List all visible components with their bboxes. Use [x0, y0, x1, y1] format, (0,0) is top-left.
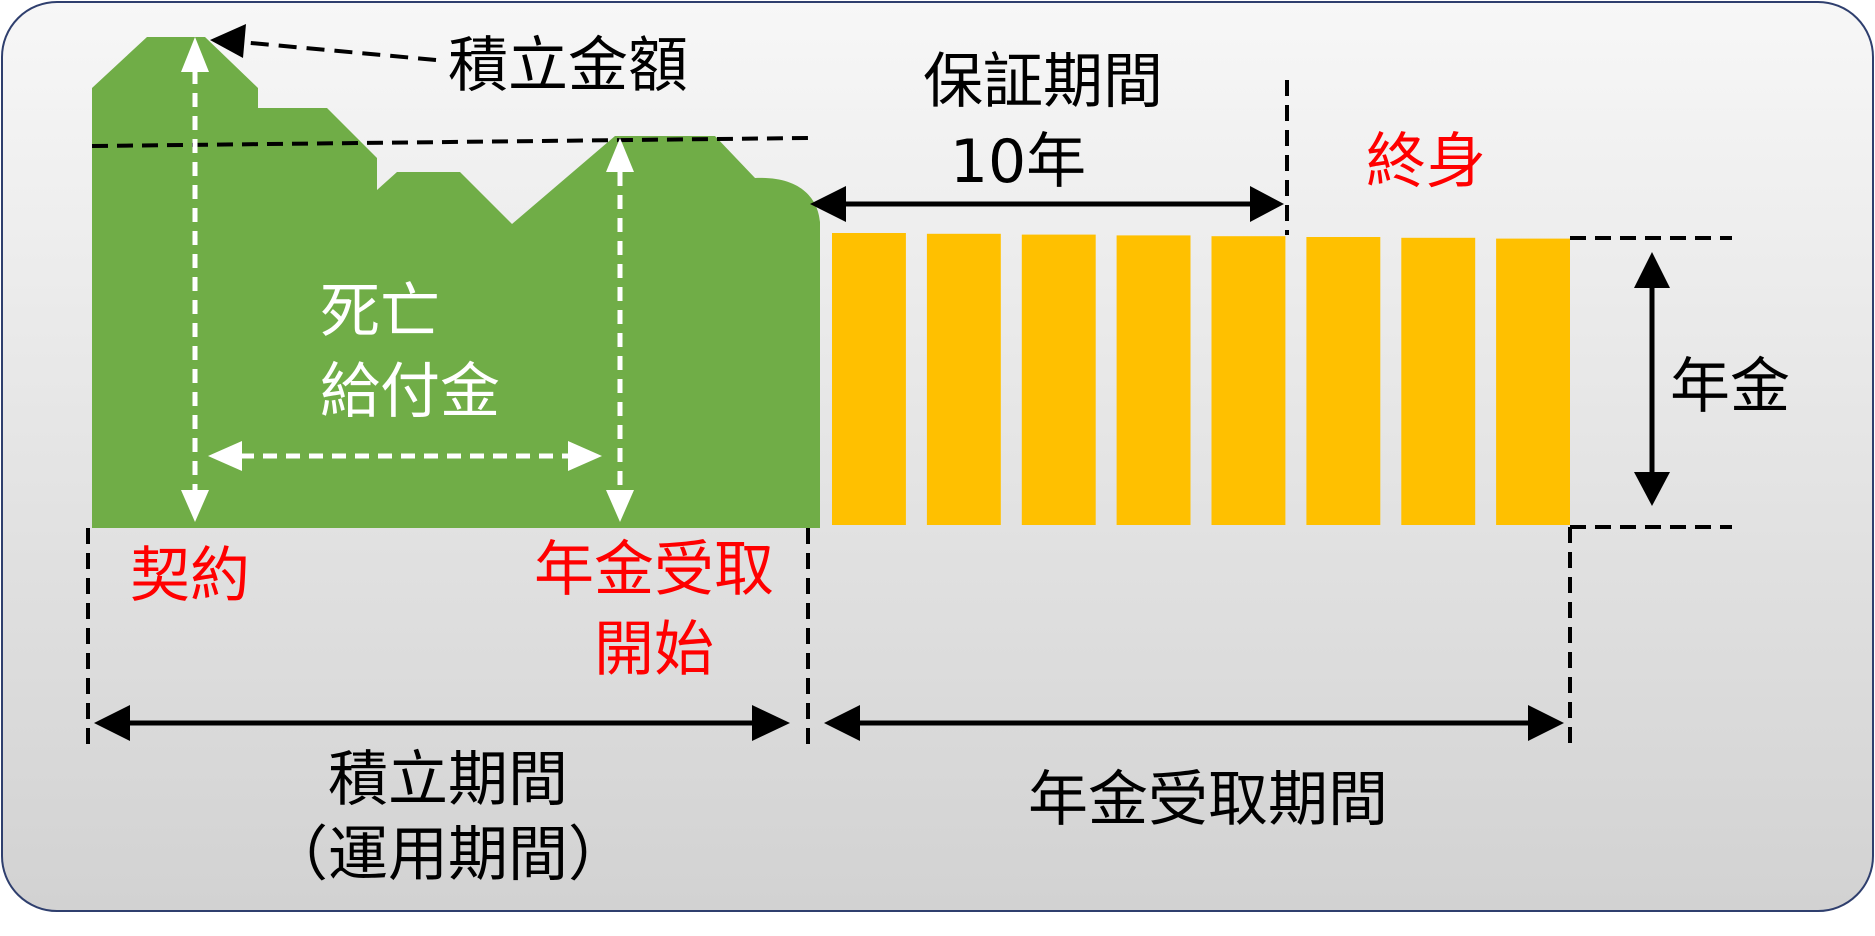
pension-payment-bar	[926, 233, 1001, 526]
pension-bars	[832, 233, 1570, 526]
accumulated-amount-pointer-line	[239, 40, 437, 62]
arrowhead-right-benefit	[568, 441, 602, 471]
accumulation-period-label-line1: 積立期間	[328, 745, 568, 815]
arrowhead-guarantee-left	[810, 186, 846, 222]
accumulated-amount-pointer-head	[210, 24, 246, 58]
guarantee-period-label: 保証期間	[923, 47, 1163, 117]
pension-payment-bar	[1496, 238, 1570, 525]
period-arrows	[94, 186, 1670, 741]
pension-start-label-line1: 年金受取	[534, 535, 774, 605]
accumulation-area	[92, 37, 820, 528]
death-benefit-arrows	[181, 37, 634, 522]
accumulation-period-label-line2: （運用期間）	[268, 820, 628, 890]
arrowhead-receipt-right	[1528, 705, 1564, 741]
arrowhead-pension-up	[1634, 252, 1670, 288]
arrowhead-up-right	[606, 138, 634, 172]
accumulation-level-dashed-line	[91, 136, 809, 148]
guarantee-years-label: 10年	[950, 127, 1086, 197]
arrowhead-accum-left	[94, 705, 130, 741]
death-benefit-label-line1: 死亡	[320, 277, 440, 347]
arrowhead-left-benefit	[208, 441, 242, 471]
pension-amount-label: 年金	[1670, 352, 1790, 422]
pension-payment-bar	[832, 233, 906, 525]
arrowhead-down-right	[606, 490, 634, 522]
pension-payment-bar	[1401, 237, 1476, 526]
arrowhead-pension-down	[1634, 472, 1670, 506]
arrowhead-down-left	[181, 490, 209, 522]
arrowhead-guarantee-right	[1250, 186, 1284, 222]
arrowhead-receipt-left	[824, 705, 860, 741]
death-benefit-label-line2: 給付金	[320, 357, 500, 427]
lifetime-label: 終身	[1366, 127, 1486, 197]
pension-receipt-period-label: 年金受取期間	[1028, 765, 1388, 835]
dashed-lines	[86, 80, 1732, 748]
accumulated-amount-label: 積立金額	[448, 31, 688, 101]
pension-payment-bar	[1021, 234, 1096, 525]
pension-payment-bar	[1306, 237, 1381, 525]
pension-start-label-line2: 開始	[594, 615, 714, 685]
arrowhead-accum-right	[752, 705, 790, 741]
pension-payment-bar	[1211, 236, 1286, 525]
contract-label: 契約	[130, 541, 250, 611]
arrowhead-up-left	[181, 37, 209, 72]
pension-payment-bar	[1116, 235, 1191, 525]
